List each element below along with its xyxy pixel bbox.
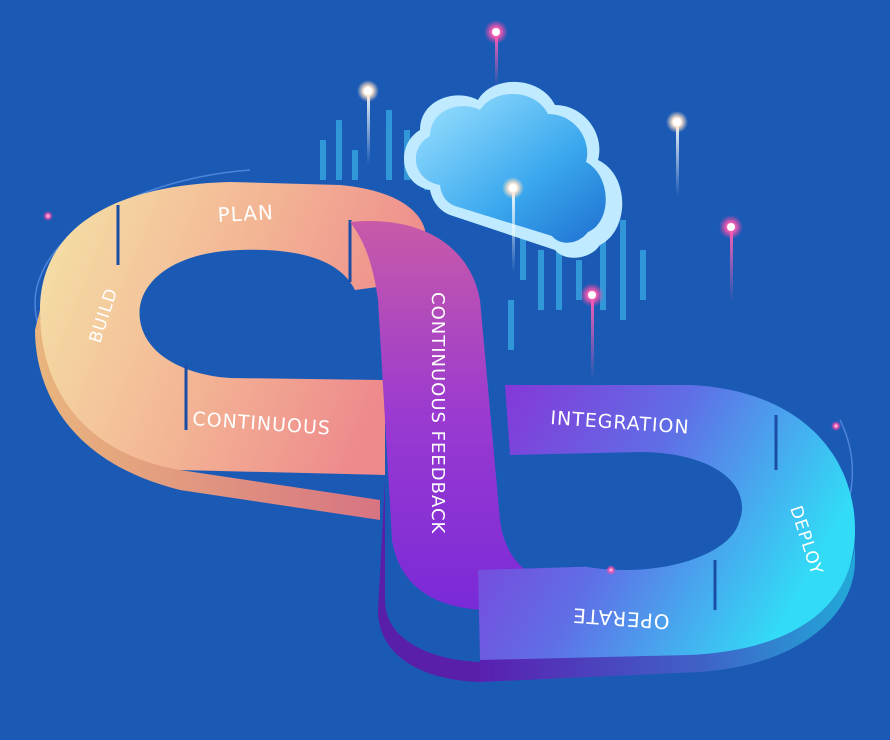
ribbon-extrusion — [35, 310, 855, 682]
signal-pin-icon — [502, 177, 524, 272]
sparkle — [606, 565, 616, 575]
signal-pin-icon — [484, 20, 508, 86]
right-loop — [478, 385, 855, 660]
left-loop-hole — [150, 260, 350, 376]
right-loop-hole — [510, 460, 740, 570]
cloud-icon — [403, 81, 623, 258]
signal-pins — [43, 20, 841, 575]
label-plan: PLAN — [217, 200, 274, 227]
data-bars-decoration — [320, 110, 646, 350]
left-loop — [40, 182, 430, 475]
signal-pin-icon — [666, 111, 688, 196]
signal-pin-icon — [580, 283, 604, 380]
label-continuous-feedback: CONTINUOUS FEEDBACK — [427, 292, 448, 535]
sparkle — [43, 211, 53, 221]
signal-pin-icon — [719, 215, 743, 302]
signal-pin-icon — [357, 80, 379, 165]
feedback-strand — [350, 220, 560, 611]
sparkle — [831, 421, 841, 431]
